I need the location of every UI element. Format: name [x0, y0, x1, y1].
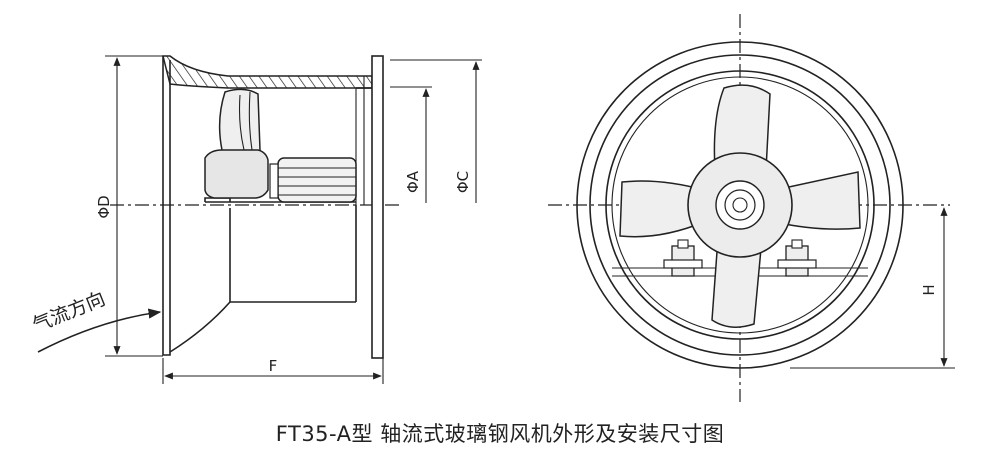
outlet-flange — [371, 55, 384, 359]
outer-flange-ring — [576, 41, 904, 369]
side-motor — [269, 157, 357, 203]
dim-h-label: H — [920, 284, 938, 295]
dim-d-label: ΦD — [95, 195, 113, 218]
impeller-blades — [619, 84, 861, 328]
side-hub — [204, 149, 269, 199]
figure-caption: FT35-A型 轴流式玻璃钢风机外形及安装尺寸图 — [275, 422, 725, 446]
dim-a-label: ΦA — [404, 170, 422, 193]
dim-c-label: ΦC — [454, 171, 472, 193]
side-view: ΦD ΦA ΦC F 气流方向 — [30, 55, 482, 384]
airflow-arrow — [37, 308, 162, 353]
bracket-right — [777, 239, 817, 277]
dim-f-label: F — [269, 357, 278, 375]
inlet-bell-upper — [162, 55, 373, 89]
front-view: H — [548, 14, 955, 402]
bracket-left — [663, 239, 703, 277]
airflow-label: 气流方向 — [30, 288, 109, 337]
inner-duct-ring — [605, 70, 875, 340]
